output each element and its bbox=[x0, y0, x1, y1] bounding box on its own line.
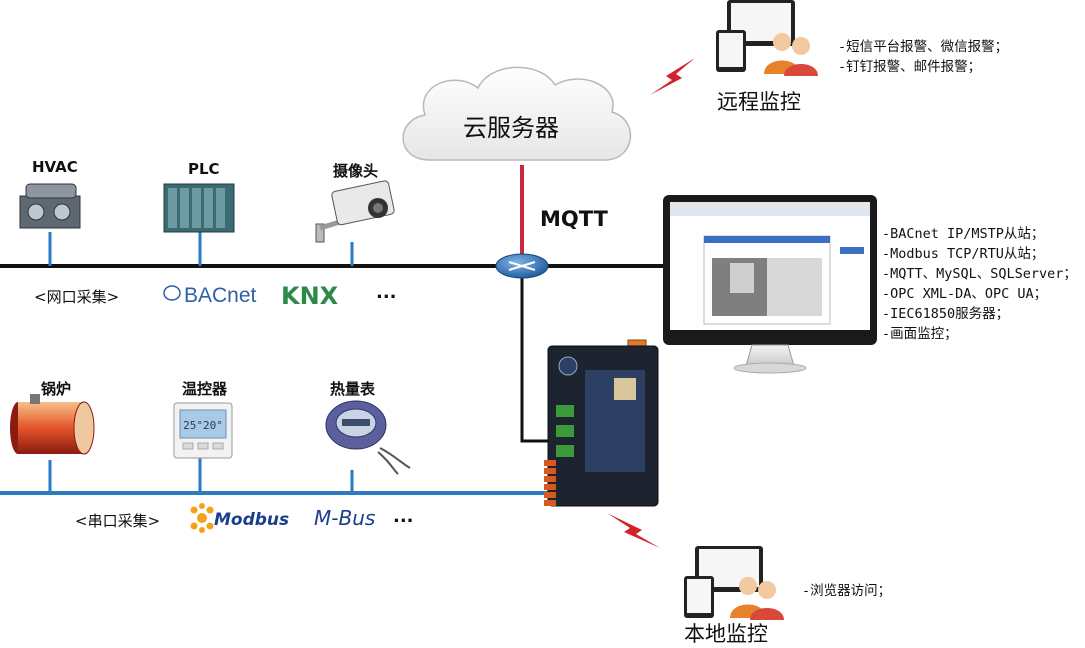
feature-item: -IEC61850服务器； bbox=[882, 306, 1010, 322]
remote-notes: -短信平台报警、微信报警； -钉钉报警、邮件报警； bbox=[838, 38, 1008, 77]
bacnet-logo: BACnet bbox=[163, 284, 257, 307]
remote-monitor-label: 远程监控 bbox=[717, 90, 801, 114]
svg-text:Modbus: Modbus bbox=[214, 510, 289, 530]
local-users-icon bbox=[684, 546, 784, 620]
cloud-icon bbox=[402, 66, 632, 161]
local-monitor-label: 本地监控 bbox=[684, 622, 768, 646]
device-label-camera: 摄像头 bbox=[333, 162, 379, 180]
mqtt-label: MQTT bbox=[540, 207, 608, 231]
svg-text:M-Bus: M-Bus bbox=[314, 506, 375, 530]
serial-more: ... bbox=[393, 506, 414, 527]
feature-item: -BACnet IP/MSTP从站； bbox=[882, 226, 1045, 242]
thermostat-icon: 25°20° bbox=[173, 402, 233, 459]
local-notes: -浏览器访问； bbox=[802, 582, 891, 602]
router-to-gateway-link bbox=[520, 270, 556, 443]
device-label-plc: PLC bbox=[188, 160, 220, 178]
remote-users-icon bbox=[716, 0, 818, 76]
lightning-icon bbox=[607, 58, 695, 548]
device-label-hvac: HVAC bbox=[32, 158, 78, 176]
mbus-logo: M-Bus bbox=[314, 506, 375, 530]
knx-logo: KNX bbox=[281, 282, 339, 310]
boiler-icon bbox=[10, 394, 95, 455]
heat-meter-icon bbox=[325, 400, 411, 475]
local-note: -浏览器访问； bbox=[802, 583, 892, 599]
remote-note: -钉钉报警、邮件报警； bbox=[838, 58, 982, 75]
plc-icon bbox=[163, 183, 235, 233]
svg-text:BACnet: BACnet bbox=[184, 284, 257, 307]
monitor-icon bbox=[663, 195, 877, 374]
feature-item: -MQTT、MySQL、SQLServer； bbox=[882, 266, 1077, 282]
serial-drops bbox=[48, 458, 354, 493]
feature-item: -OPC XML-DA、OPC UA； bbox=[882, 286, 1048, 302]
gateway-features-list: -BACnet IP/MSTP从站； -Modbus TCP/RTU从站； -M… bbox=[882, 224, 1077, 344]
router-icon bbox=[495, 253, 549, 279]
ethernet-more: ... bbox=[376, 282, 397, 303]
cloud-label: 云服务器 bbox=[463, 114, 559, 142]
ethernet-drops bbox=[48, 232, 354, 266]
device-label-boiler: 锅炉 bbox=[41, 380, 72, 398]
remote-note: -短信平台报警、微信报警； bbox=[838, 39, 1009, 55]
device-label-heat-meter: 热量表 bbox=[330, 380, 376, 398]
serial-group-label: <串口采集> bbox=[75, 512, 161, 530]
svg-text:KNX: KNX bbox=[281, 282, 339, 310]
camera-icon bbox=[315, 180, 395, 243]
ethernet-group-label: <网口采集> bbox=[34, 288, 120, 306]
hvac-chiller-icon bbox=[19, 183, 81, 229]
device-label-thermostat: 温控器 bbox=[182, 380, 228, 398]
modbus-logo: Modbus bbox=[190, 503, 289, 533]
svg-text:25°20°: 25°20° bbox=[183, 419, 223, 432]
gateway-device-icon bbox=[544, 339, 659, 507]
feature-item: -画面监控； bbox=[882, 326, 958, 342]
feature-item: -Modbus TCP/RTU从站； bbox=[882, 246, 1045, 262]
